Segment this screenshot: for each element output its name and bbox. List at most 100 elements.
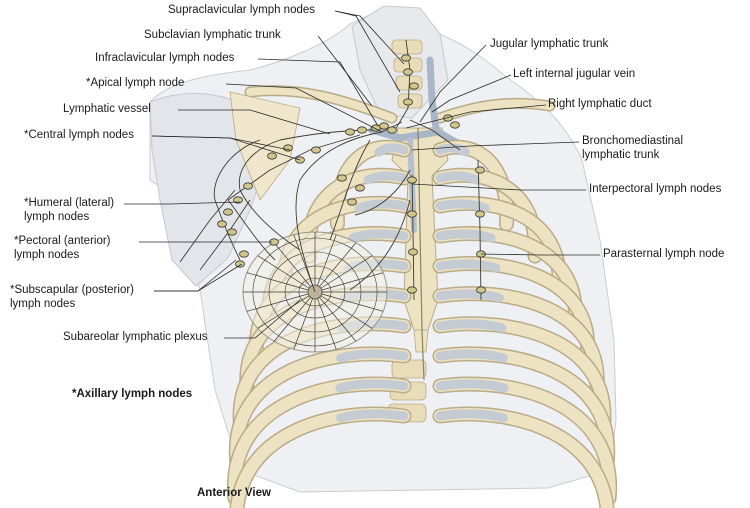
- costal-cartilage: [435, 379, 509, 393]
- label-parasternal-lymph-node: Parasternal lymph node: [603, 248, 725, 260]
- lymph-node: [408, 248, 418, 256]
- view-caption: Anterior View: [197, 487, 271, 499]
- leader-line: [154, 263, 243, 292]
- lymphatic-vessel-path: [213, 139, 261, 261]
- label-central-lymph-nodes: *Central lymph nodes: [24, 129, 134, 141]
- right-clavicle-fill: [246, 86, 396, 122]
- lymphatic-vessel-path: [179, 189, 236, 263]
- lymph-node: [407, 176, 417, 184]
- label-right-lymphatic-duct: Right lymphatic duct: [548, 98, 652, 110]
- lymph-node: [450, 121, 460, 129]
- plexus-vessel: [314, 291, 341, 352]
- left-internal-jugular-vein: [426, 56, 440, 132]
- thoracic-duct: [417, 127, 425, 381]
- lymph-node: [227, 228, 237, 236]
- lymphatic-vessel-path: [354, 169, 411, 216]
- costal-cartilage: [435, 199, 490, 213]
- plexus-ring: [284, 265, 346, 319]
- costal-cartilage: [435, 171, 481, 185]
- leader-line: [151, 135, 291, 151]
- lymph-node: [355, 184, 365, 192]
- leader-line: [405, 104, 547, 129]
- label-subclavian-lymphatic-trunk: Subclavian lymphatic trunk: [144, 29, 281, 41]
- left-clavicle-fill: [436, 99, 554, 122]
- lymph-node: [403, 68, 413, 76]
- plexus-vessel: [314, 250, 380, 293]
- costal-cartilage: [435, 289, 504, 303]
- lymph-node: [476, 286, 486, 294]
- label-infraclavicular-lymph-nodes: Infraclavicular lymph nodes: [95, 52, 235, 64]
- footnote-axillary-lymph-nodes: *Axillary lymph nodes: [72, 388, 193, 400]
- lymph-node: [283, 144, 293, 152]
- plexus-vessel: [314, 291, 387, 314]
- label-subscapular-line1: *Subscapular (posterior): [10, 284, 135, 296]
- lymphatic-vessel-path: [411, 174, 415, 301]
- costal-cartilage: [374, 143, 409, 157]
- lymph-node: [243, 182, 253, 190]
- label-jugular-lymphatic-trunk: Jugular lymphatic trunk: [490, 38, 609, 50]
- plexus-vessel: [243, 270, 316, 293]
- lymph-node: [407, 286, 417, 294]
- lymph-node: [407, 210, 417, 218]
- lymph-node: [387, 126, 397, 134]
- lymph-node: [223, 208, 233, 216]
- leader-line: [224, 299, 301, 339]
- costal-cartilage: [435, 409, 508, 423]
- label-subscapular-line2: lymph nodes: [10, 298, 76, 310]
- leader-line: [124, 201, 241, 205]
- lymphatic-vessel-path: [238, 129, 379, 251]
- leader-line: [419, 44, 487, 123]
- lymph-node: [345, 128, 355, 136]
- leader-line: [411, 141, 580, 151]
- plexus-vessel: [267, 291, 316, 349]
- lymph-nodes: [217, 54, 486, 294]
- leader-lines: [124, 10, 600, 339]
- label-bronchomediastinal-line2: lymphatic trunk: [582, 149, 660, 161]
- lymphatic-vessel-path: [349, 199, 411, 291]
- plexus-ring: [268, 251, 362, 333]
- leader-line: [411, 183, 586, 191]
- costal-cartilage: [348, 229, 409, 243]
- leader-line: [431, 74, 512, 113]
- xiphoid: [413, 329, 429, 353]
- costal-cartilage: [363, 171, 409, 185]
- costal-cartilage: [335, 379, 409, 393]
- plexus-vessel: [250, 291, 316, 334]
- plexus-vessel: [314, 291, 380, 334]
- lymph-node: [239, 250, 249, 258]
- label-interpectoral-lymph-nodes: Interpectoral lymph nodes: [589, 183, 722, 195]
- label-humeral-line2: lymph nodes: [24, 211, 90, 223]
- label-subareolar-lymphatic-plexus: Subareolar lymphatic plexus: [63, 331, 208, 343]
- lymph-node: [475, 166, 485, 174]
- plexus-ring: [298, 277, 332, 307]
- lymphatic-vessel-path: [329, 139, 371, 241]
- lymph-node: [217, 220, 227, 228]
- lymph-node: [267, 152, 277, 160]
- plexus-vessel: [314, 291, 363, 349]
- plexus-vessel: [289, 291, 316, 352]
- costal-cartilage: [336, 409, 409, 423]
- costal-cartilage: [354, 199, 409, 213]
- label-lymphatic-vessel: Lymphatic vessel: [63, 103, 151, 115]
- label-pectoral-line2: lymph nodes: [14, 249, 80, 261]
- costal-cartilage: [336, 349, 409, 363]
- leader-line: [225, 83, 383, 133]
- leader-line: [334, 10, 401, 93]
- costal-cartilage: [435, 143, 470, 157]
- lymph-node: [235, 260, 245, 268]
- plexus-ring: [252, 237, 378, 347]
- lymph-node: [443, 114, 453, 122]
- lymph-node: [379, 122, 389, 130]
- lymph-node: [475, 210, 485, 218]
- lymphatic-vessel-path: [295, 131, 383, 293]
- subareolar-plexus-network: [243, 232, 387, 352]
- label-apical-lymph-node: *Apical lymph node: [86, 77, 185, 89]
- lymphatic-vessel-path: [409, 119, 461, 151]
- lymph-node: [337, 174, 347, 182]
- leader-line: [257, 58, 379, 127]
- label-pectoral-line1: *Pectoral (anterior): [14, 235, 111, 247]
- lymphatic-vessel-path: [477, 159, 482, 301]
- label-supraclavicular-lymph-nodes: Supraclavicular lymph nodes: [168, 4, 316, 16]
- plexus-vessel: [314, 235, 363, 293]
